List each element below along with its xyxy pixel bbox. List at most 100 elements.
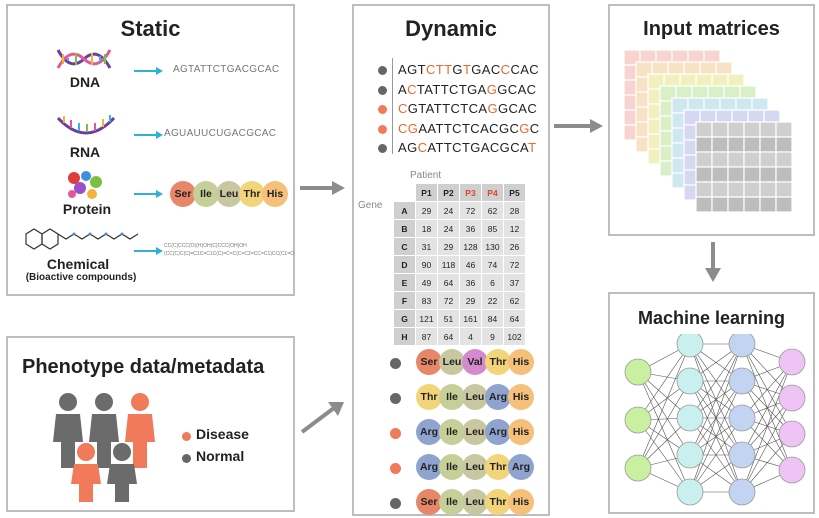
amino-acid-his: His <box>508 349 534 375</box>
gene-row-header: B <box>393 219 416 238</box>
rna-strand-icon <box>56 115 116 135</box>
network-node <box>778 348 806 376</box>
network-connection <box>741 343 793 471</box>
network-node <box>676 334 704 358</box>
patient-column-header: P4 <box>481 183 504 202</box>
network-node <box>676 478 704 506</box>
table-cell: 83 <box>415 291 438 310</box>
table-cell: 4 <box>459 327 482 346</box>
person-disease-2 <box>71 443 101 502</box>
dna-label: DNA <box>69 74 101 90</box>
variant-base: G <box>487 101 498 116</box>
phenotype-to-dynamic-arrow-icon <box>300 402 344 434</box>
person-normal-3 <box>107 443 137 502</box>
protein-status-dot <box>390 393 401 404</box>
gene-row-header: A <box>393 201 416 220</box>
table-cell: 72 <box>459 201 482 220</box>
network-node <box>676 367 704 395</box>
amino-acid-arg: Arg <box>485 384 511 410</box>
network-node <box>728 478 756 506</box>
table-cell: 87 <box>415 327 438 346</box>
dynamic-to-matrices-arrow-icon <box>554 119 603 133</box>
sequence-status-dot <box>378 124 387 134</box>
table-cell: 102 <box>503 327 526 346</box>
dynamic-sequence: CGTATTCTCAGGCAC <box>398 101 537 116</box>
table-cell: 28 <box>503 201 526 220</box>
table-cell: 128 <box>459 237 482 256</box>
base-run: A <box>418 120 428 136</box>
network-node <box>728 367 756 395</box>
amino-acid-arg: Arg <box>508 454 534 480</box>
variant-base: C <box>500 62 511 77</box>
amino-acid-his: His <box>508 419 534 445</box>
table-cell: 24 <box>437 219 460 238</box>
input-matrices-title: Input matrices <box>643 18 780 40</box>
chemical-smiles-1: CC(C)CCC(O)(H)OH(C)CCC(OH)OH <box>164 243 247 249</box>
person-disease-1 <box>125 393 155 468</box>
amino-acid-his: His <box>508 489 534 515</box>
base-run: A <box>398 81 408 97</box>
table-cell: 46 <box>459 255 482 274</box>
gene-row-header: D <box>393 255 416 274</box>
network-node <box>778 384 806 412</box>
amino-acid-his: His <box>262 181 288 207</box>
network-node <box>728 404 756 432</box>
variant-base: T <box>462 62 472 77</box>
network-connection <box>741 361 793 456</box>
base-run: GAC <box>471 62 501 77</box>
table-cell: 85 <box>481 219 504 238</box>
table-cell: 12 <box>503 219 526 238</box>
table-cell: 49 <box>415 273 438 292</box>
network-connection <box>637 371 691 493</box>
network-node <box>624 358 652 386</box>
dynamic-sequence: AGCATTCTGACGCAT <box>398 140 536 155</box>
sequence-divider <box>392 58 393 154</box>
table-cell: 62 <box>481 201 504 220</box>
network-connection <box>689 343 743 493</box>
amino-acid-ser: Ser <box>416 489 442 515</box>
patient-column-header: P5 <box>503 183 526 202</box>
rna-sequence: AGUAUUCUGACGCAC <box>164 128 277 139</box>
base-run: GCAC <box>497 81 537 97</box>
table-cell: 36 <box>459 273 482 292</box>
amino-acid-ser: Ser <box>170 181 196 207</box>
sequence-status-dot <box>378 66 387 75</box>
gene-row-header: H <box>393 327 416 346</box>
patient-column-header: P1 <box>415 183 438 202</box>
amino-acid-thr: Thr <box>239 181 265 207</box>
chemical-sublabel: (Bioactive compounds) <box>25 272 137 283</box>
network-connection <box>689 380 743 493</box>
amino-acid-val: Val <box>462 349 488 375</box>
network-connection <box>689 343 743 419</box>
table-cell: 29 <box>459 291 482 310</box>
protein-status-dot <box>390 428 401 439</box>
amino-acid-arg: Arg <box>485 419 511 445</box>
table-cell: 9 <box>481 327 504 346</box>
gene-row-header: G <box>393 309 416 328</box>
dynamic-sequence: AGTCTTGTGACCCAC <box>398 62 539 77</box>
base-run: AGT <box>398 62 426 77</box>
rna-label: RNA <box>69 144 101 160</box>
variant-base: C <box>417 140 428 155</box>
machine-learning-title: Machine learning <box>637 308 786 328</box>
amino-acid-ile: Ile <box>439 489 465 515</box>
disease-legend-label: Disease <box>196 426 249 442</box>
amino-acid-thr: Thr <box>416 384 442 410</box>
network-node <box>778 420 806 448</box>
base-run: ATTCTCACGC <box>427 120 520 136</box>
table-cell: 161 <box>459 309 482 328</box>
amino-acid-leu: Leu <box>462 489 488 515</box>
amino-acid-thr: Thr <box>485 349 511 375</box>
rna-arrow-icon <box>134 131 163 139</box>
